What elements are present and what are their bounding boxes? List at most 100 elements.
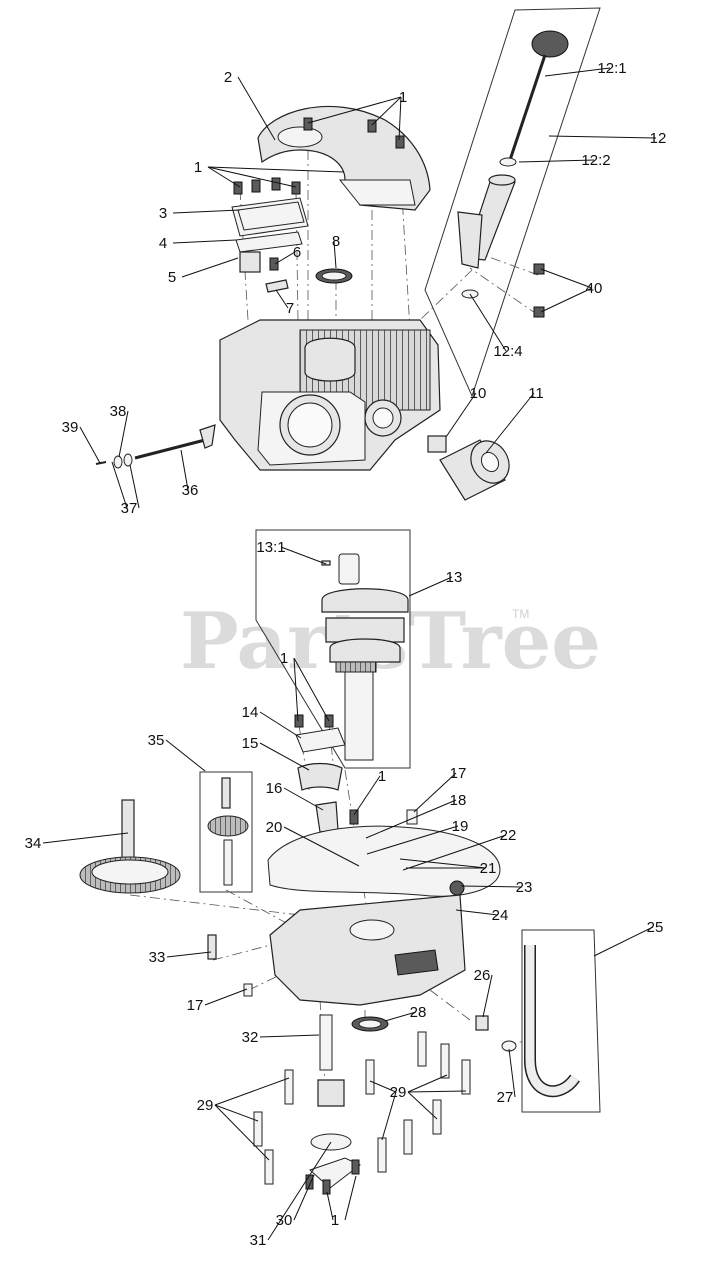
callout-label-4: 4 (159, 235, 167, 252)
callout-leader-29 (381, 1091, 397, 1141)
crankshaft-13 (321, 553, 409, 761)
callout-leader-1 (307, 96, 402, 124)
callout-label-1: 1 (331, 1212, 339, 1229)
callout-leader-29 (214, 1077, 290, 1106)
callout-leader-13 (408, 576, 453, 597)
callout-label-32: 32 (242, 1029, 259, 1046)
callout-label-5: 5 (168, 269, 176, 286)
callout-leader-22 (402, 834, 507, 871)
callout-leader-29 (407, 1090, 467, 1093)
callout-label-12-4: 12:4 (493, 343, 522, 360)
callout-leader-29 (369, 1080, 397, 1093)
callout-leader-28 (384, 1011, 417, 1022)
callout-leader-1 (207, 166, 241, 188)
callout-label-33: 33 (149, 949, 166, 966)
callout-label-23: 23 (516, 879, 533, 896)
callout-label-6: 6 (293, 244, 301, 261)
callout-label-27: 27 (497, 1089, 514, 1106)
callout-label-17: 17 (187, 997, 204, 1014)
oil-filter-adapter-10 (427, 435, 447, 453)
governor-gear-35 (207, 777, 249, 886)
callout-label-17: 17 (450, 765, 467, 782)
callout-label-1: 1 (194, 159, 202, 176)
callout-leader-14 (259, 711, 302, 739)
screw-set-top (233, 117, 405, 195)
callout-label-15: 15 (242, 735, 259, 752)
callout-leader-33 (166, 951, 212, 958)
callout-leader-31 (267, 1141, 332, 1241)
callout-leader-2 (237, 76, 276, 141)
callout-leader-24 (455, 909, 499, 916)
seal-28 (351, 1016, 389, 1032)
callout-leader-3 (172, 209, 241, 214)
callout-leader-25 (593, 926, 654, 957)
governor-shaft-36 (95, 424, 216, 469)
callout-leader-37 (111, 461, 128, 509)
callout-label-39: 39 (62, 419, 79, 436)
callout-label-14: 14 (242, 704, 259, 721)
trademark-symbol: TM (512, 607, 529, 621)
crankcase-gasket (267, 825, 501, 897)
callout-label-1: 1 (280, 650, 288, 667)
callout-leader-11 (485, 392, 535, 454)
callout-leader-15 (259, 742, 310, 771)
callout-leader-29 (214, 1104, 270, 1161)
callout-label-20: 20 (266, 819, 283, 836)
plate-14 (295, 727, 346, 753)
callout-label-29: 29 (390, 1084, 407, 1101)
callout-leader-13-1 (280, 546, 327, 565)
screw-pair-14 (294, 714, 304, 728)
callout-label-2: 2 (224, 69, 232, 86)
callout-leader-1 (353, 775, 381, 816)
callout-leader-29 (214, 1104, 259, 1122)
callout-label-13: 13 (446, 569, 463, 586)
callout-label-16: 16 (266, 780, 283, 797)
callout-leader-1 (326, 1191, 334, 1221)
bearing-15 (297, 762, 343, 791)
callout-leader-5 (181, 257, 239, 278)
callout-label-12-2: 12:2 (581, 152, 610, 169)
breather-tube-frame (521, 929, 601, 1113)
callout-leader-1 (207, 166, 297, 188)
callout-leader-36 (180, 449, 189, 491)
callout-leader-17 (204, 988, 248, 1006)
callout-label-29: 29 (197, 1097, 214, 1114)
gasket (231, 197, 309, 237)
callout-leader-1 (293, 657, 299, 722)
callout-label-7: 7 (286, 300, 294, 317)
callout-label-38: 38 (110, 403, 127, 420)
callout-label-34: 34 (25, 835, 42, 852)
callout-leader-32 (259, 1034, 320, 1038)
callout-label-40: 40 (586, 280, 603, 297)
callout-label-19: 19 (452, 818, 469, 835)
clip-7 (265, 279, 289, 293)
callout-label-25: 25 (647, 919, 664, 936)
callout-label-1: 1 (399, 89, 407, 106)
dipstick-assembly-frame (424, 7, 601, 398)
callout-leader-1 (344, 1175, 357, 1221)
plug-23 (449, 880, 465, 896)
screw-17-region (349, 809, 359, 825)
governor-shaft-32 (317, 1014, 345, 1107)
callout-leader-34 (42, 832, 129, 844)
callout-label-18: 18 (450, 792, 467, 809)
callout-leader-29 (407, 1074, 448, 1093)
callout-leader-26 (482, 974, 493, 1018)
crankcase-cover-24 (269, 894, 466, 1006)
callout-leader-1 (398, 96, 402, 141)
fitting-26 (475, 1015, 489, 1031)
oil-filter-11 (439, 439, 510, 501)
callout-leader-20 (283, 826, 360, 867)
breather-filter (239, 251, 261, 273)
callout-leader-8 (333, 240, 337, 269)
callout-leader-40 (540, 287, 593, 313)
callout-leader-7 (275, 289, 289, 309)
callout-leader-1 (207, 166, 345, 173)
callout-leader-17 (413, 772, 457, 813)
callout-leader-40 (540, 268, 593, 289)
governor-frame (199, 771, 253, 893)
callout-leader-18 (365, 799, 457, 839)
breather-tube-25 (524, 945, 580, 1098)
callout-leader-12-4 (469, 293, 507, 352)
